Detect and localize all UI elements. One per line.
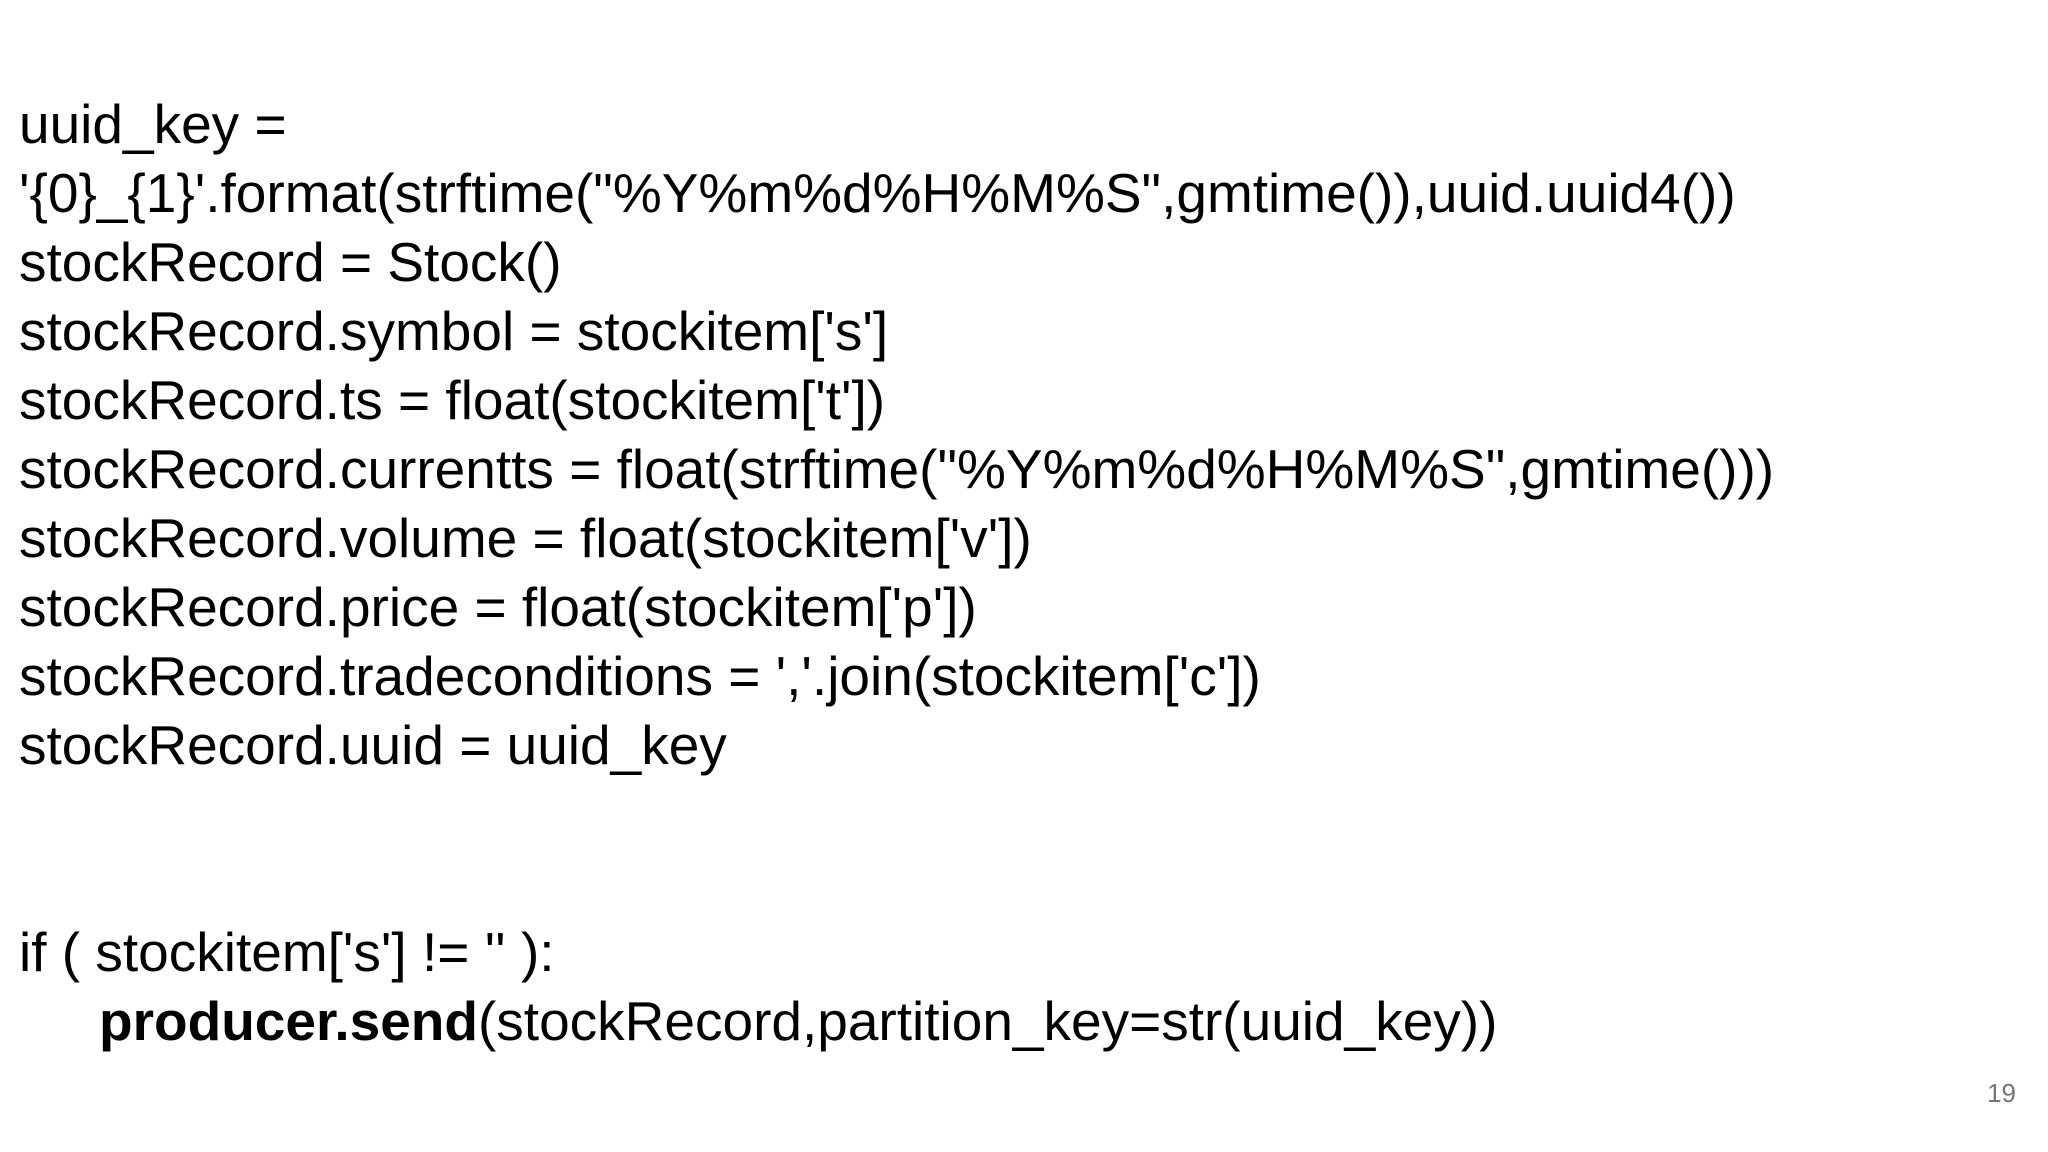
code-line: stockRecord.uuid = uuid_key <box>19 714 727 776</box>
send-call-line: producer.send(stockRecord,partition_key=… <box>19 987 2019 1056</box>
code-line: stockRecord.volume = float(stockitem['v'… <box>19 507 1032 569</box>
code-line: stockRecord.symbol = stockitem['s'] <box>19 300 889 362</box>
code-line: stockRecord.currentts = float(strftime("… <box>19 438 1775 500</box>
blank-line <box>19 849 2019 918</box>
blank-line <box>19 780 2019 849</box>
code-line: stockRecord.tradeconditions = ','.join(s… <box>19 645 1261 707</box>
page-number: 19 <box>1987 1078 2016 1108</box>
send-call-args: (stockRecord,partition_key=str(uuid_key)… <box>477 990 1498 1052</box>
if-statement-line: if ( stockitem['s'] != '' ): <box>19 921 555 983</box>
code-line: uuid_key = <box>19 93 287 155</box>
code-line: stockRecord.ts = float(stockitem['t']) <box>19 369 886 431</box>
code-line: stockRecord = Stock() <box>19 231 562 293</box>
code-line: stockRecord.price = float(stockitem['p']… <box>19 576 977 638</box>
send-call-bold: producer.send <box>99 990 478 1052</box>
code-block: uuid_key = '{0}_{1}'.format(strftime("%Y… <box>19 90 2019 1056</box>
code-line: '{0}_{1}'.format(strftime("%Y%m%d%H%M%S"… <box>19 162 1736 224</box>
